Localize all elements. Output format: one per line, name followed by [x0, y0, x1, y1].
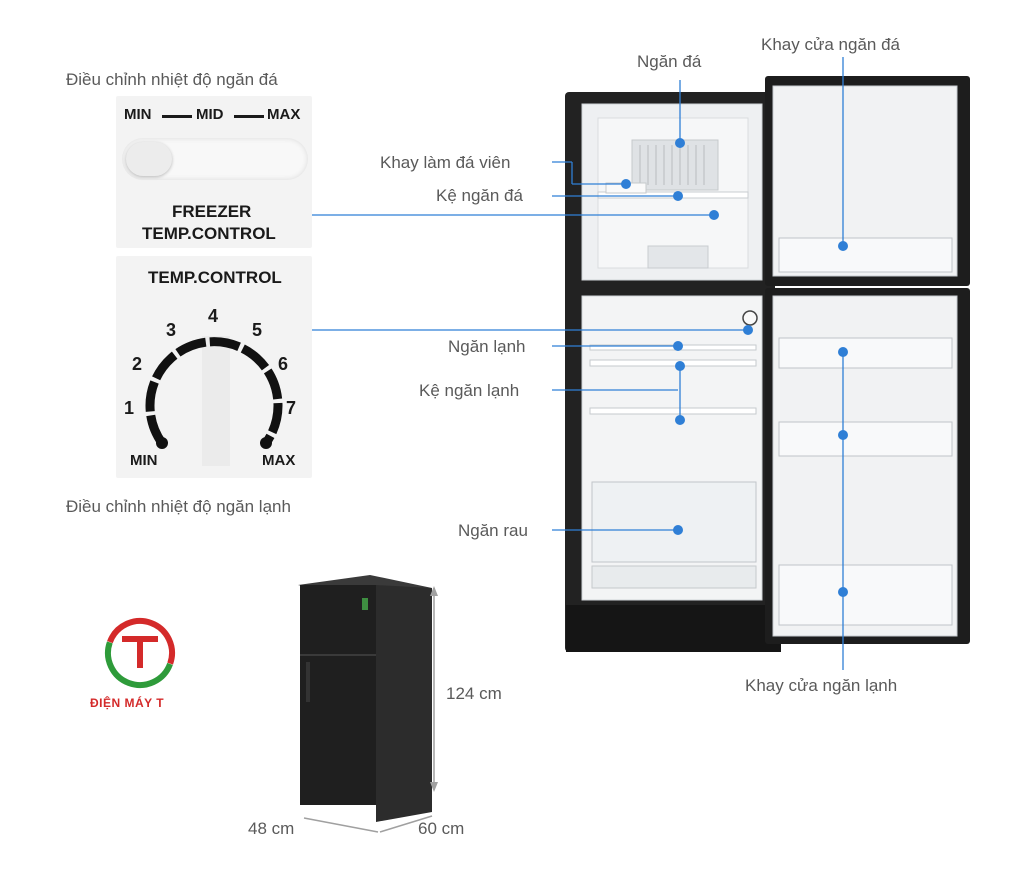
dimension-depth: 60 cm [418, 819, 465, 838]
dial-number-6: 6 [278, 354, 289, 374]
callout-fridge: Ngăn lạnh [448, 337, 526, 356]
callout-crisper: Ngăn rau [458, 521, 528, 540]
callout-freezer: Ngăn đá [637, 52, 702, 71]
brand-name: ĐIỆN MÁY T [90, 696, 165, 710]
dimension-width: 48 cm [248, 819, 295, 838]
fridge-dial-center[interactable] [202, 336, 230, 466]
callout-ice-tray: Khay làm đá viên [380, 153, 511, 172]
dial-min-label: MIN [130, 452, 158, 469]
fridge-dial-arc [145, 337, 283, 449]
freezer-scale-max: MAX [267, 106, 301, 123]
callout-lines [312, 57, 844, 670]
callout-dots [621, 138, 848, 597]
brand-logo [105, 617, 175, 688]
open-refrigerator [565, 76, 970, 652]
freezer-control-caption: Điều chỉnh nhiệt độ ngăn đá [66, 70, 278, 89]
dimension-height: 124 cm [446, 684, 502, 703]
fridge-control-panel: TEMP.CONTROL 1 2 3 4 5 6 7 MIN MAX [116, 256, 312, 478]
dial-number-1: 1 [124, 398, 135, 418]
freezer-temp-control-label: TEMP.CONTROL [142, 224, 276, 243]
dial-number-2: 2 [132, 354, 143, 374]
fridge-temp-control-title: TEMP.CONTROL [148, 268, 282, 287]
callout-fridge-shelf: Kệ ngăn lạnh [419, 381, 520, 400]
dial-number-4: 4 [208, 306, 219, 326]
freezer-slider-knob[interactable] [126, 142, 172, 176]
dial-number-5: 5 [252, 320, 263, 340]
fridge-dimension-illustration [298, 575, 438, 833]
freezer-scale-min: MIN [124, 106, 152, 123]
callout-freezer-door-tray: Khay cửa ngăn đá [761, 35, 900, 54]
dial-number-7: 7 [286, 398, 297, 418]
dial-number-3: 3 [166, 320, 177, 340]
fridge-control-caption: Điều chỉnh nhiệt độ ngăn lạnh [66, 497, 291, 516]
freezer-control-panel: MIN MID MAX FREEZER TEMP.CONTROL [116, 96, 312, 248]
dial-max-label: MAX [262, 452, 296, 469]
callout-freezer-shelf: Kệ ngăn đá [436, 186, 523, 205]
freezer-label: FREEZER [172, 202, 252, 221]
freezer-scale-mid: MID [196, 106, 224, 123]
callout-fridge-door-tray: Khay cửa ngăn lạnh [745, 676, 898, 695]
